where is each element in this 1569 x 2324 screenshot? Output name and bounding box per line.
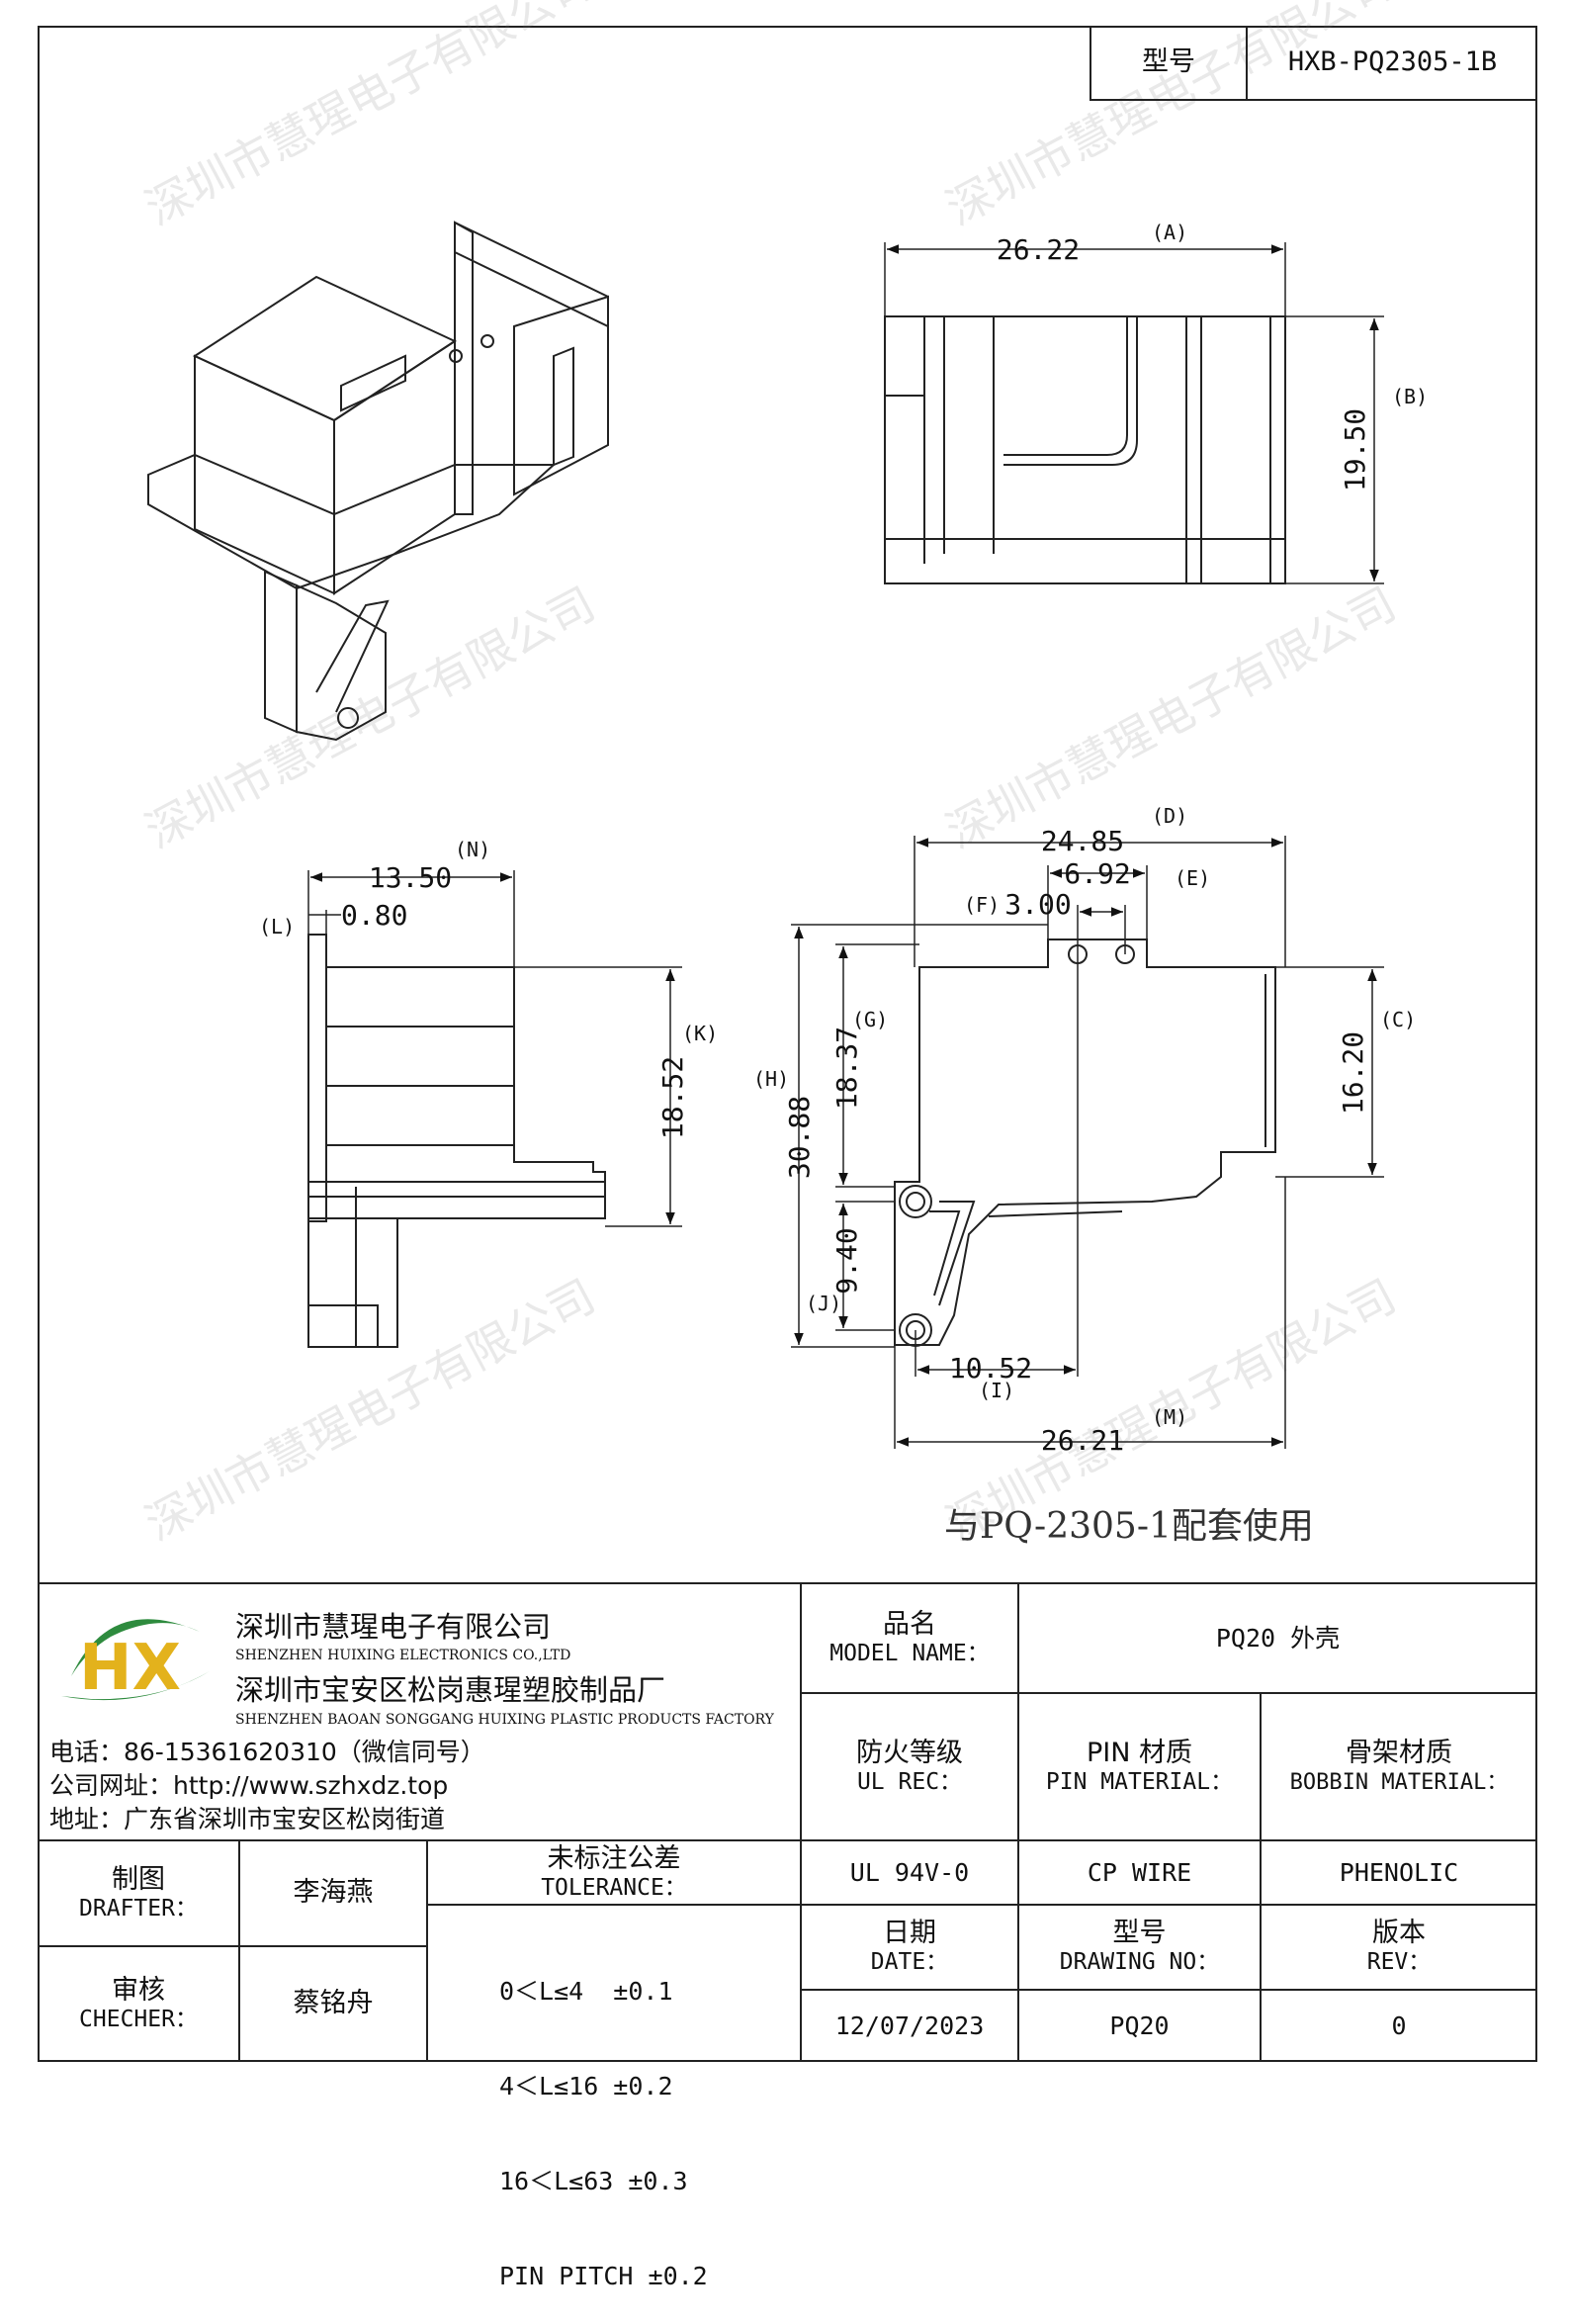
dim-g-tag: (G) [852,1008,888,1031]
isometric-view [147,221,609,742]
dim-b-value: 19.50 [1339,408,1371,492]
pin-material-value: CP WIRE [1087,1857,1192,1887]
drafter-name: 李海燕 [293,1877,374,1909]
factory-name-cn: 深圳市宝安区松岗惠瑆塑胶制品厂 [235,1673,666,1707]
dim-d-tag: (D) [1152,804,1187,828]
dim-m-tag: (M) [1152,1405,1187,1429]
dim-b-tag: (B) [1392,385,1428,408]
rev-value: 0 [1391,2011,1407,2040]
dim-k-value: 18.52 [656,1056,689,1139]
company-logo: HX [51,1602,219,1711]
dim-n-value: 13.50 [369,861,452,894]
drawing-no-label: 型号 DRAWING NO： [1059,1918,1220,1976]
drawing-note: 与PQ-2305-1配套使用 [944,1506,1314,1547]
tolerance-line: 4＜L≤16 ±0.2 [499,2072,673,2101]
dim-m-value: 26.21 [1041,1424,1124,1457]
dim-i-value: 10.52 [949,1352,1032,1385]
header-model-value: HXB-PQ2305-1B [1246,26,1537,101]
checker-label: 审核 CHECHER： [79,1974,198,2032]
header-model-label: 型号 [1090,26,1246,101]
date-label: 日期 DATE： [870,1918,949,1976]
dim-g-value: 18.37 [830,1027,863,1110]
dim-e-value: 6.92 [1064,857,1130,890]
tolerance-line: PIN PITCH ±0.2 [499,2262,708,2290]
dim-n-tag: (N) [455,838,490,861]
company-address: 地址：广东省深圳市宝安区松岗街道 [49,1805,446,1833]
company-website: 公司网址：http://www.szhxdz.top [49,1771,449,1800]
tolerance-label: 未标注公差 TOLERANCE： [541,1842,687,1901]
dim-j-tag: (J) [806,1292,841,1315]
company-name-en: SHENZHEN HUIXING ELECTRONICS CO.,LTD [235,1648,571,1663]
bobbin-material-value: PHENOLIC [1339,1857,1459,1887]
dim-c-tag: (C) [1380,1008,1416,1031]
company-name-cn: 深圳市慧瑆电子有限公司 [235,1610,552,1644]
dim-a-value: 26.22 [997,233,1080,266]
front-view-top [884,315,1286,584]
tolerance-line: 16＜L≤63 ±0.3 [499,2167,688,2195]
side-view [307,934,606,1348]
dim-d-value: 24.85 [1041,825,1124,857]
ul-rec-value: UL 94V-0 [849,1857,970,1887]
model-name-label: 品名 MODEL NAME： [829,1608,990,1666]
drawing-sheet [38,26,1537,2062]
dim-f-value: 3.00 [1004,888,1071,921]
drafter-label: 制图 DRAFTER： [79,1863,198,1922]
dim-j-value: 9.40 [830,1227,863,1294]
dim-k-tag: (K) [682,1022,718,1045]
rev-label: 版本 REV： [1366,1918,1432,1976]
dim-a-tag: (A) [1152,221,1187,244]
dim-i-tag: (I) [979,1379,1014,1402]
company-phone: 电话：86-15361620310（微信同号） [49,1738,485,1766]
pin-material-label: PIN 材质 PIN MATERIAL： [1045,1737,1234,1795]
dim-c-value: 16.20 [1337,1031,1369,1115]
bottom-view [894,939,1276,1347]
factory-name-en: SHENZHEN BAOAN SONGGANG HUIXING PLASTIC … [235,1712,774,1728]
dim-h-tag: (H) [753,1067,789,1091]
model-name-value: PQ20 外壳 [1215,1623,1341,1653]
technical-drawing: 26.22 (A) 19.50 (B) 13.50 (N) 0.80 (L) 1… [147,221,1428,1547]
drawing-no-value: PQ20 [1109,2011,1170,2040]
dim-l-tag: (L) [259,915,295,939]
bobbin-material-label: 骨架材质 BOBBIN MATERIAL： [1289,1738,1509,1795]
dim-l-value: 0.80 [341,899,407,932]
dim-h-value: 30.88 [783,1096,816,1179]
date-value: 12/07/2023 [834,2011,985,2040]
dim-f-tag: (F) [964,893,1000,917]
logo-text: HX [79,1632,181,1705]
ul-rec-label: 防火等级 UL REC： [856,1737,963,1795]
checker-name: 蔡铭舟 [293,1988,374,2019]
dim-e-tag: (E) [1175,866,1210,890]
tolerance-list: 0＜L≤4 ±0.1 4＜L≤16 ±0.2 16＜L≤63 ±0.3 PIN … [499,1913,796,2324]
tolerance-line: 0＜L≤4 ±0.1 [499,1977,673,2006]
